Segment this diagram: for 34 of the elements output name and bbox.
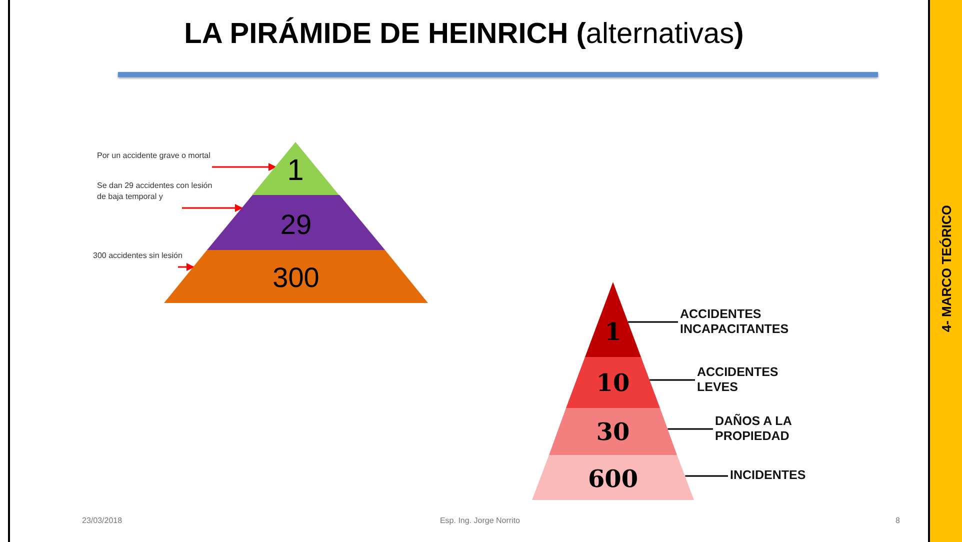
count-number: 600 (586, 466, 640, 492)
count-number: 300 (272, 263, 320, 293)
category-label: ACCIDENTES INCAPACITANTES (680, 307, 810, 337)
slide-title: LA PIRÁMIDE DE HEINRICH (alternativas) (183, 16, 745, 52)
category-label: INCIDENTES (730, 468, 830, 483)
section-band (928, 0, 962, 542)
count-number: 30 (595, 419, 631, 445)
leader-line (685, 475, 728, 477)
pyramid-layer (252, 142, 339, 195)
section-title: 4- MARCO TEÓRICO (939, 205, 954, 332)
pyramid-layer (207, 195, 385, 250)
annotation-text: Se dan 29 accidentes con lesión de baja temporal y (97, 180, 217, 202)
arrow (212, 163, 276, 171)
leader-line (628, 321, 678, 323)
category-label: ACCIDENTES LEVES (697, 365, 797, 395)
annotation-text: Por un accidente grave o mortal (97, 150, 247, 161)
count-number: 10 (595, 370, 631, 396)
count-number: 29 (279, 210, 313, 240)
footer-text: 8 (894, 516, 900, 525)
category-label: DAÑOS A LA PROPIEDAD (715, 414, 825, 444)
pyramid-layer (566, 357, 660, 408)
count-number: 1 (604, 319, 622, 345)
leader-line (649, 379, 695, 381)
count-number: 1 (286, 155, 305, 187)
arrow (178, 263, 194, 271)
leader-line (668, 428, 713, 430)
annotation-text: 300 accidentes sin lesión (93, 250, 213, 261)
footer-text: Esp. Ing. Jorge Norrito (438, 516, 522, 525)
pyramid-layer (549, 408, 677, 455)
pyramid-layer (585, 282, 641, 357)
pyramid-layer (164, 250, 428, 303)
footer-text: 23/03/2018 (82, 516, 124, 525)
pyramid-layer (532, 455, 694, 500)
arrow (182, 204, 243, 212)
